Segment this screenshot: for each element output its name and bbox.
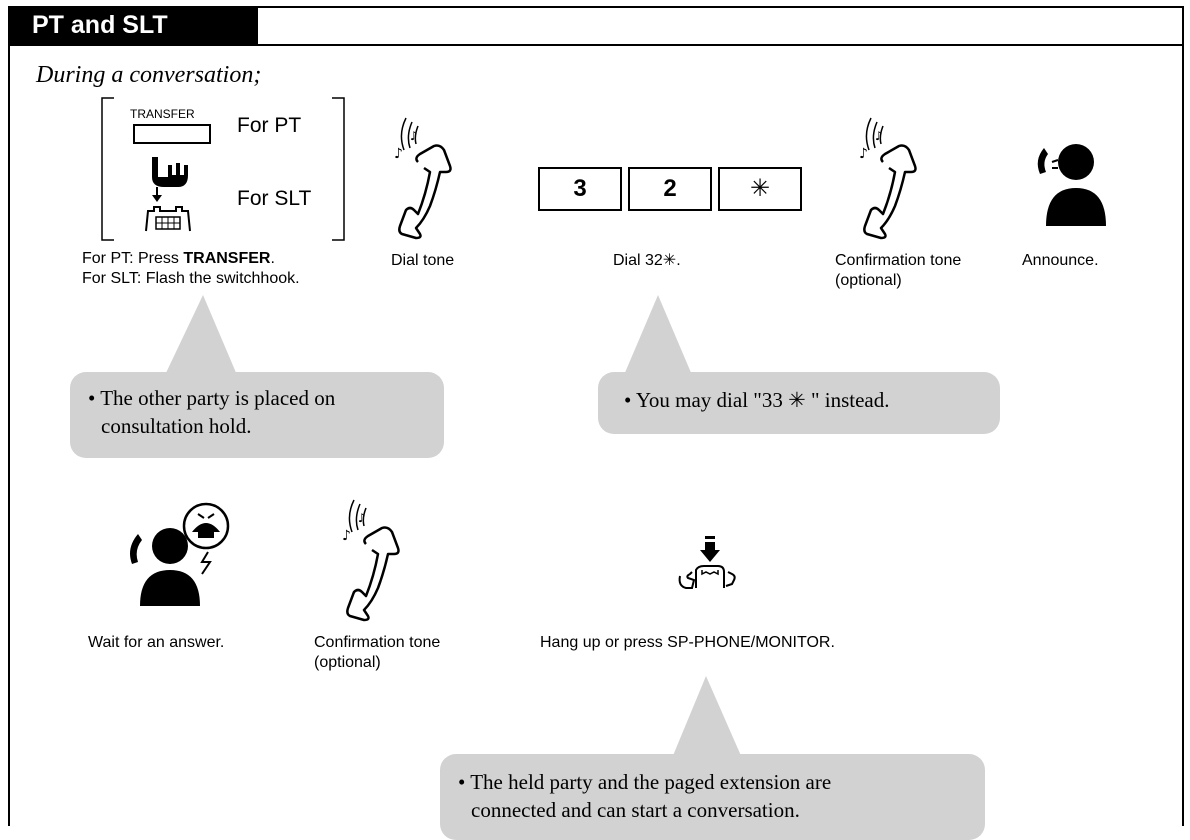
step7-caption-line1: Confirmation tone bbox=[314, 634, 441, 651]
for-pt-label: For PT bbox=[237, 114, 302, 137]
step1-bracket bbox=[101, 97, 345, 241]
dial-key-star: ✳ bbox=[718, 167, 802, 211]
callout1-line1: • The other party is placed on bbox=[88, 386, 336, 410]
svg-text:♪: ♪ bbox=[342, 528, 351, 544]
for-slt-label: For SLT bbox=[237, 187, 312, 210]
handset-tone-icon: ♪ ♪ bbox=[859, 117, 917, 240]
person-waiting-icon bbox=[130, 502, 230, 606]
callout1-pointer bbox=[165, 295, 237, 375]
step7-caption-line2: (optional) bbox=[314, 654, 381, 671]
callout-dial-33: • You may dial "33 ✳ " instead. bbox=[598, 372, 1000, 434]
person-talking-icon bbox=[1037, 144, 1106, 226]
step1-caption-pt: For PT: Press TRANSFER. bbox=[82, 250, 275, 267]
step5-caption: Announce. bbox=[1022, 252, 1099, 269]
callout2-line1: • You may dial "33 ✳ " instead. bbox=[624, 388, 890, 412]
svg-text:♪: ♪ bbox=[410, 129, 418, 143]
hang-up-icon bbox=[678, 536, 736, 589]
svg-text:♪: ♪ bbox=[394, 146, 403, 162]
callout2-pointer bbox=[624, 295, 692, 375]
handset-tone-icon: ♪ ♪ bbox=[394, 117, 452, 240]
svg-text:♪: ♪ bbox=[875, 129, 883, 143]
transfer-key-icon bbox=[133, 124, 211, 144]
switchhook-flash-icon bbox=[145, 157, 191, 232]
svg-text:♪: ♪ bbox=[358, 511, 366, 525]
intro-text: During a conversation; bbox=[36, 62, 262, 88]
step1-caption-slt: For SLT: Flash the switchhook. bbox=[82, 270, 300, 287]
step6-caption: Wait for an answer. bbox=[88, 634, 225, 651]
step4-caption-line1: Confirmation tone bbox=[835, 252, 962, 269]
dial-key-3: 3 bbox=[538, 167, 622, 211]
callout3-line1: • The held party and the paged extension… bbox=[458, 770, 832, 794]
step4-caption-line2: (optional) bbox=[835, 272, 902, 289]
dial-key-2: 2 bbox=[628, 167, 712, 211]
svg-text:♪: ♪ bbox=[859, 146, 868, 162]
callout3-line2: connected and can start a conversation. bbox=[471, 798, 800, 822]
step8-caption: Hang up or press SP-PHONE/MONITOR. bbox=[540, 634, 835, 651]
callout1-line2: consultation hold. bbox=[101, 414, 252, 438]
callout3-pointer bbox=[672, 676, 742, 758]
handset-tone-icon: ♪ ♪ bbox=[342, 499, 400, 622]
callout-connected: • The held party and the paged extension… bbox=[440, 754, 985, 840]
callout-consultation-hold: • The other party is placed on consultat… bbox=[70, 372, 444, 458]
header-rule bbox=[258, 44, 1184, 46]
step2-caption: Dial tone bbox=[391, 252, 455, 269]
page-frame bbox=[8, 6, 1184, 826]
step3-caption: Dial 32✳. bbox=[613, 252, 681, 269]
transfer-key-label: TRANSFER bbox=[130, 107, 195, 121]
section-title: PT and SLT bbox=[8, 6, 258, 46]
